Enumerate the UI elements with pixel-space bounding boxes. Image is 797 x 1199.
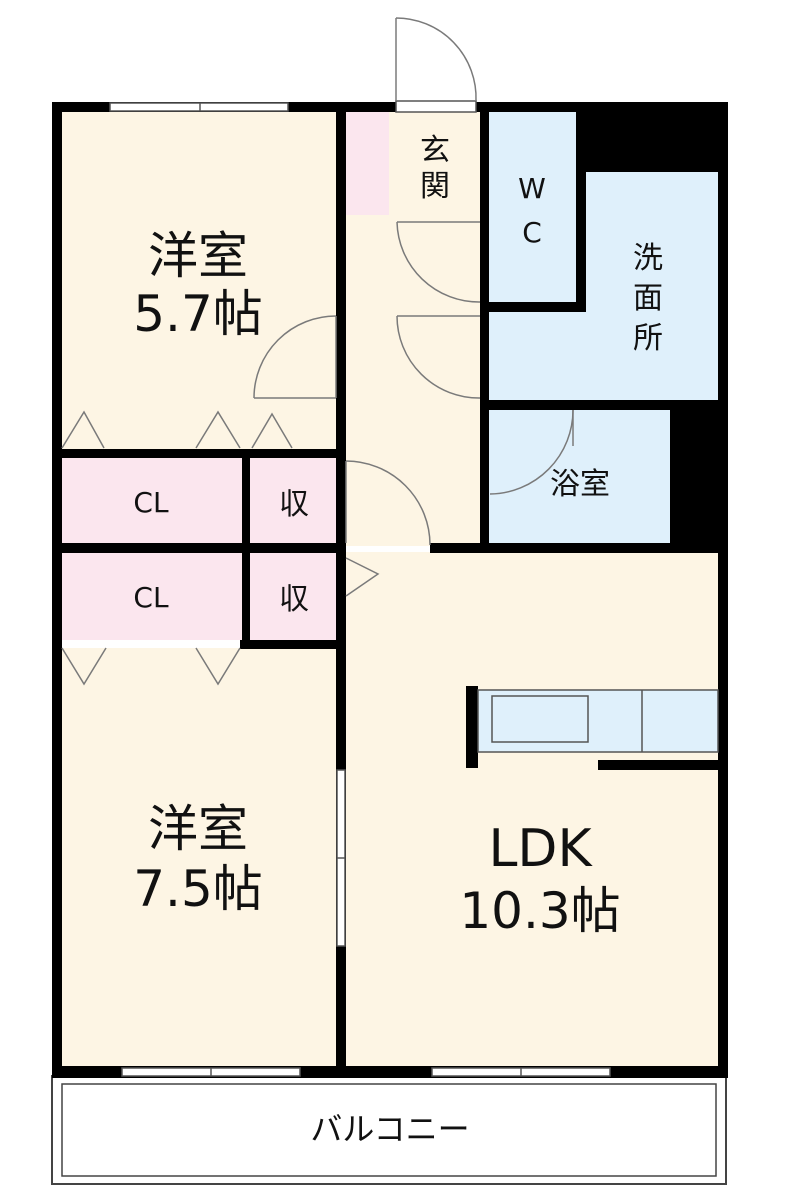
wc-door — [396, 221, 481, 303]
doors — [61, 17, 574, 686]
top-room-door — [253, 315, 337, 399]
washroom-label-1: 洗 — [633, 241, 663, 276]
bathroom-floor — [489, 410, 671, 544]
storage-top-floor — [250, 458, 338, 544]
ldk-name: LDK — [488, 819, 593, 879]
storage-bottom-floor — [250, 552, 338, 640]
storage-top-label: 収 — [279, 487, 309, 522]
balcony-area — [51, 1075, 727, 1185]
ldk-floor — [345, 552, 719, 1068]
washroom-floor — [489, 172, 719, 400]
genkan-pink-floor — [345, 110, 389, 215]
closet-bottom-label: CL — [133, 581, 169, 614]
western-room-top-name: 洋室 — [148, 227, 248, 285]
western-room-top-floor — [60, 110, 338, 450]
western-room-bottom-size: 7.5帖 — [133, 860, 263, 918]
western-room-top-size: 5.7帖 — [133, 285, 263, 343]
entrance-label-2: 関 — [420, 169, 450, 204]
closet-bottom-floor — [60, 552, 242, 640]
windows — [109, 102, 611, 1077]
window-top-room — [109, 102, 289, 112]
western-room-bottom-floor — [60, 648, 338, 1068]
washroom-label-2: 面 — [633, 281, 663, 316]
western-room-bottom-name: 洋室 — [148, 800, 248, 858]
bathroom-door — [489, 409, 574, 495]
closet-top-doors — [61, 410, 293, 449]
walls — [52, 102, 728, 1078]
closet-top-label: CL — [133, 486, 169, 519]
wc-label-2: C — [522, 216, 542, 249]
front-door — [395, 17, 477, 113]
closet-bottom-doors — [61, 647, 241, 686]
ldk-door — [345, 460, 431, 546]
entrance-label-1: 玄 — [420, 133, 450, 168]
ldk-size: 10.3帖 — [459, 882, 620, 940]
wc-label-1: W — [518, 172, 546, 205]
washroom-door — [396, 315, 481, 399]
balcony-label: バルコニー — [310, 1110, 469, 1148]
bathroom-label: 浴室 — [550, 467, 610, 502]
room-labels: 洋室 5.7帖 玄 関 W C 洗 面 所 浴室 CL 収 CL 収 洋室 7.… — [133, 133, 663, 1148]
washroom-label-3: 所 — [633, 321, 663, 356]
closet-top-floor — [60, 458, 242, 544]
storage-bottom-label: 収 — [279, 582, 309, 617]
kitchen-counter — [477, 689, 719, 753]
storage-door-triangle — [345, 557, 380, 597]
floor-fills — [60, 110, 719, 1068]
